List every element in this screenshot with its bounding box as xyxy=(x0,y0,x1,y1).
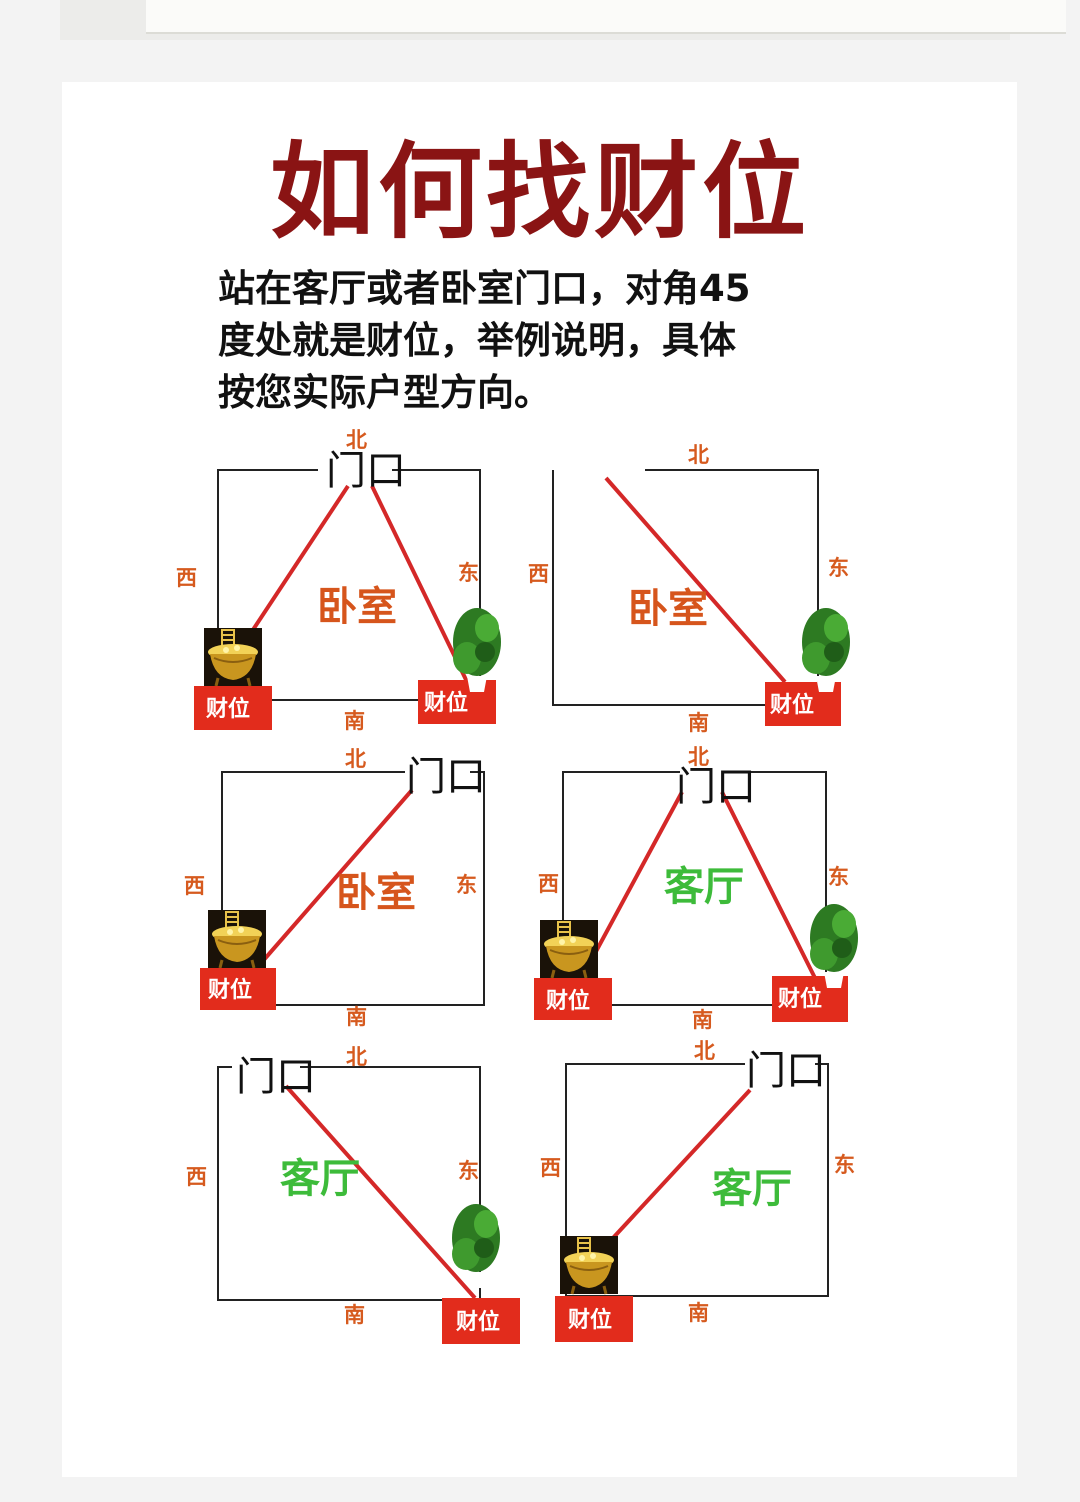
south-label: 南 xyxy=(346,1005,367,1029)
plant-icon xyxy=(453,608,501,692)
intro-line-2: 度处就是财位，举例说明，具体 xyxy=(218,319,736,362)
gold-pot-icon xyxy=(202,626,264,688)
room-label: 卧室 xyxy=(628,586,708,632)
diagram-bedroom-3: 北 西 东 南 门口 卧室 财位 xyxy=(184,747,486,1029)
door-label: 门口 xyxy=(746,1048,826,1094)
top-strip xyxy=(60,0,1066,40)
wealth-badge: 财位 xyxy=(208,977,252,1003)
south-label: 南 xyxy=(688,711,709,735)
diagram-bedroom-2: 北 西 东 南 卧室 财位 xyxy=(528,443,850,735)
west-label: 西 xyxy=(176,566,197,590)
intro-line-1: 站在客厅或者卧室门口，对角45 xyxy=(218,267,751,310)
diagram-living-room-1: 北 西 东 南 门口 客厅 财位 财位 xyxy=(534,745,858,1032)
east-label: 东 xyxy=(828,556,849,580)
door-label: 门口 xyxy=(406,754,486,800)
west-label: 西 xyxy=(528,562,549,586)
south-label: 南 xyxy=(344,709,365,733)
west-label: 西 xyxy=(540,1156,561,1180)
north-label: 北 xyxy=(694,1039,715,1063)
room-label: 卧室 xyxy=(317,584,397,630)
door-label: 门口 xyxy=(676,764,756,810)
wealth-badge: 财位 xyxy=(456,1309,500,1335)
north-label: 北 xyxy=(346,428,367,452)
room-label: 客厅 xyxy=(664,864,744,910)
east-label: 东 xyxy=(834,1153,855,1177)
wealth-badge: 财位 xyxy=(424,690,468,716)
plant-icon xyxy=(810,904,858,988)
room-label: 客厅 xyxy=(280,1156,360,1202)
east-label: 东 xyxy=(456,873,477,897)
south-label: 南 xyxy=(344,1303,365,1327)
north-label: 北 xyxy=(688,443,709,467)
east-label: 东 xyxy=(458,1159,479,1183)
north-label: 北 xyxy=(688,745,709,769)
west-label: 西 xyxy=(184,874,205,898)
gold-pot-icon xyxy=(558,1234,620,1296)
wealth-badge: 财位 xyxy=(206,696,250,722)
east-label: 东 xyxy=(458,561,479,585)
north-label: 北 xyxy=(346,1045,367,1069)
plant-icon xyxy=(802,608,850,692)
east-label: 东 xyxy=(828,865,849,889)
diagram-bedroom-1: 北 西 东 南 门口 卧室 财位 财位 xyxy=(176,428,501,733)
room-label: 客厅 xyxy=(712,1166,792,1212)
south-label: 南 xyxy=(692,1008,713,1032)
page-title: 如何找财位 xyxy=(269,131,810,253)
west-label: 西 xyxy=(186,1165,207,1189)
wealth-badge: 财位 xyxy=(568,1307,612,1333)
intro-line-3: 按您实际户型方向。 xyxy=(218,371,551,414)
door-label: 门口 xyxy=(326,448,406,494)
plant-icon xyxy=(452,1204,500,1288)
gold-pot-icon xyxy=(538,918,600,980)
wealth-badge: 财位 xyxy=(778,986,822,1012)
wealth-badge: 财位 xyxy=(770,692,814,718)
diagram-living-room-3: 北 西 东 南 门口 客厅 财位 xyxy=(540,1039,855,1342)
gold-pot-icon xyxy=(206,908,268,970)
wealth-badge: 财位 xyxy=(546,988,590,1014)
door-label: 门口 xyxy=(236,1054,316,1100)
diagram-living-room-2: 北 西 东 南 门口 客厅 财位 xyxy=(186,1045,520,1344)
north-label: 北 xyxy=(345,747,366,771)
top-strip-inner xyxy=(146,0,1066,34)
west-label: 西 xyxy=(538,872,559,896)
room-label: 卧室 xyxy=(336,870,416,916)
south-label: 南 xyxy=(688,1301,709,1325)
